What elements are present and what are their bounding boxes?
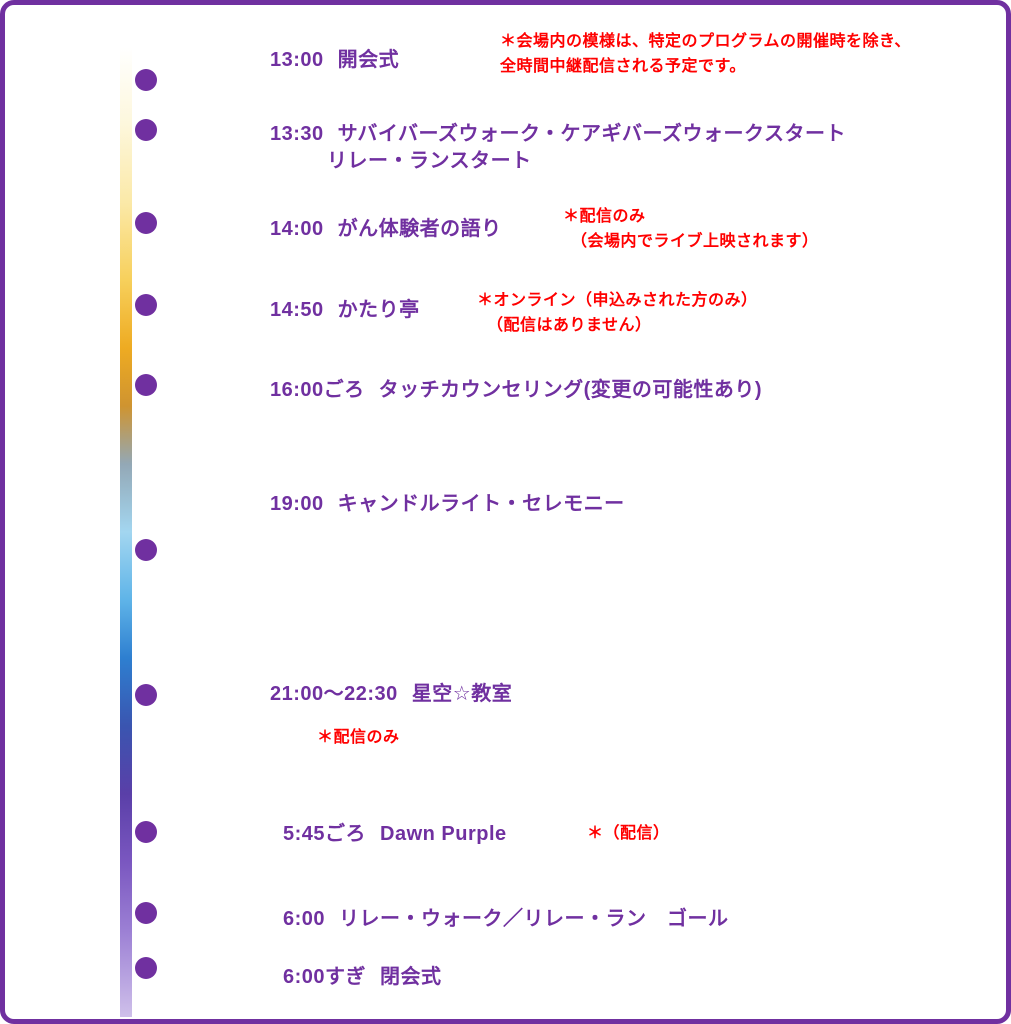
event-time: 16:00ごろ — [270, 379, 365, 401]
event-title: タッチカウンセリング(変更の可能性あり) — [378, 379, 762, 401]
event-dawn-purple-note1: ＊（配信） — [587, 825, 670, 842]
event-title: がん体験者の語り — [337, 218, 502, 240]
event-time: 21:00～22:30 — [270, 683, 398, 705]
timeline-gradient-bar — [120, 47, 132, 1017]
event-walk-start: 13:30 サバイバーズウォーク・ケアギバーズウォークスタート — [270, 117, 846, 146]
event-candlelight-ceremony: 19:00 キャンドルライト・セレモニー — [270, 487, 625, 516]
event-touch-counseling: 16:00ごろタッチカウンセリング(変更の可能性あり) — [270, 373, 762, 402]
timeline-dot — [135, 902, 157, 924]
event-closing: 6:00すぎ閉会式 — [283, 960, 442, 989]
event-time: 6:00 — [283, 908, 326, 930]
event-time: 19:00 — [270, 493, 324, 515]
broadcast-note: ＊会場内の模様は、特定のプログラムの開催時を除き、 全時間中継配信される予定です… — [500, 29, 911, 79]
event-title: かたり亭 — [337, 299, 420, 321]
event-star-class-note1: ＊配信のみ — [317, 729, 400, 746]
event-time: 6:00すぎ — [283, 966, 367, 988]
event-title: 開会式 — [337, 49, 400, 71]
timeline-dot — [135, 374, 157, 396]
event-title: 星空☆教室 — [411, 683, 513, 705]
event-walk-start-subtitle: リレー・ランスタート — [327, 150, 532, 172]
broadcast-note-line1: ＊会場内の模様は、特定のプログラムの開催時を除き、 — [500, 33, 911, 50]
timeline-dot — [135, 69, 157, 91]
event-goal: 6:00 リレー・ウォーク／リレー・ラン ゴール — [283, 902, 729, 931]
broadcast-note-line2: 全時間中継配信される予定です。 — [500, 58, 746, 75]
timeline-dot — [135, 957, 157, 979]
event-survivor-talk-note2: （会場内でライブ上映されます） — [571, 233, 819, 250]
event-time: 5:45ごろ — [283, 823, 367, 845]
event-survivor-talk: 14:00 がん体験者の語り — [270, 212, 502, 241]
timeline-dot — [135, 539, 157, 561]
event-katari-tei: 14:50 かたり亭 — [270, 293, 420, 322]
timeline-dot — [135, 821, 157, 843]
event-katari-tei-note2: （配信はありません） — [487, 317, 652, 334]
event-opening: 13:00 開会式 — [270, 43, 399, 72]
event-time: 13:00 — [270, 49, 324, 71]
event-time: 13:30 — [270, 123, 324, 145]
timeline-dot — [135, 294, 157, 316]
event-title: Dawn Purple — [380, 823, 507, 845]
event-title: キャンドルライト・セレモニー — [337, 493, 625, 515]
event-time: 14:00 — [270, 218, 324, 240]
event-title: サバイバーズウォーク・ケアギバーズウォークスタート — [337, 123, 846, 145]
event-title: 閉会式 — [380, 966, 442, 988]
event-title: リレー・ウォーク／リレー・ラン ゴール — [339, 908, 729, 930]
event-dawn-purple: 5:45ごろ Dawn Purple — [283, 817, 507, 846]
event-time: 14:50 — [270, 299, 324, 321]
timeline-dot — [135, 212, 157, 234]
event-katari-tei-note1: ＊オンライン（申込みされた方のみ） — [477, 292, 758, 309]
timeline-dot — [135, 684, 157, 706]
timeline-dot — [135, 119, 157, 141]
event-survivor-talk-note1: ＊配信のみ — [563, 208, 646, 225]
event-star-class: 21:00～22:30 星空☆教室 — [270, 677, 512, 706]
